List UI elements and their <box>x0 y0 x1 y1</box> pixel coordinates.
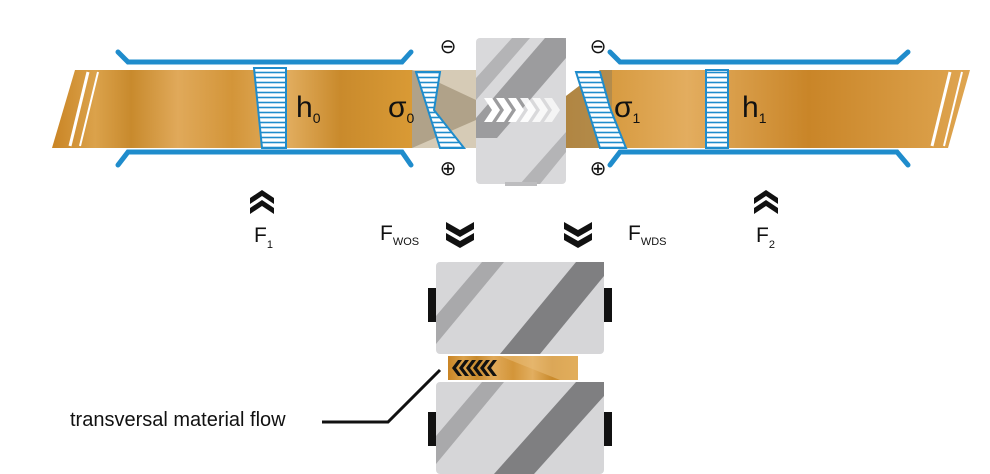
caption-transversal-flow: transversal material flow <box>70 409 286 431</box>
double-chevron-down-icon <box>564 222 592 248</box>
minus-sign-right: ⊖ <box>590 34 607 58</box>
label-sigma1: σ1 <box>614 91 641 126</box>
label-h0: h0 <box>296 91 321 126</box>
plus-sign-left: ⊕ <box>440 156 457 180</box>
caption-leader-line <box>322 368 442 424</box>
label-fwos: FWOS <box>380 222 419 248</box>
stress-profile-sigma1 <box>574 71 628 149</box>
label-fwds: FWDS <box>628 222 667 248</box>
lower-roll <box>428 382 612 474</box>
stress-profile-sigma0 <box>414 71 467 149</box>
minus-sign-left: ⊖ <box>440 34 457 58</box>
label-f1: F1 <box>254 224 273 251</box>
label-h1: h1 <box>742 91 767 126</box>
chevrons-right-icon <box>484 98 560 122</box>
thickness-profile-h0 <box>252 67 287 149</box>
chevrons-left-icon <box>452 360 497 376</box>
label-f2: F2 <box>756 224 775 251</box>
double-chevron-up-icon <box>250 190 274 214</box>
plus-sign-right: ⊕ <box>590 156 607 180</box>
label-sigma0: σ0 <box>388 91 415 126</box>
upper-roll <box>428 262 612 354</box>
strip-left <box>52 70 412 148</box>
double-chevron-down-icon <box>446 222 474 248</box>
tension-lines-left <box>115 49 414 168</box>
double-chevron-up-icon <box>754 190 778 214</box>
tension-lines-right <box>607 49 911 168</box>
thickness-profile-h1 <box>705 69 729 149</box>
